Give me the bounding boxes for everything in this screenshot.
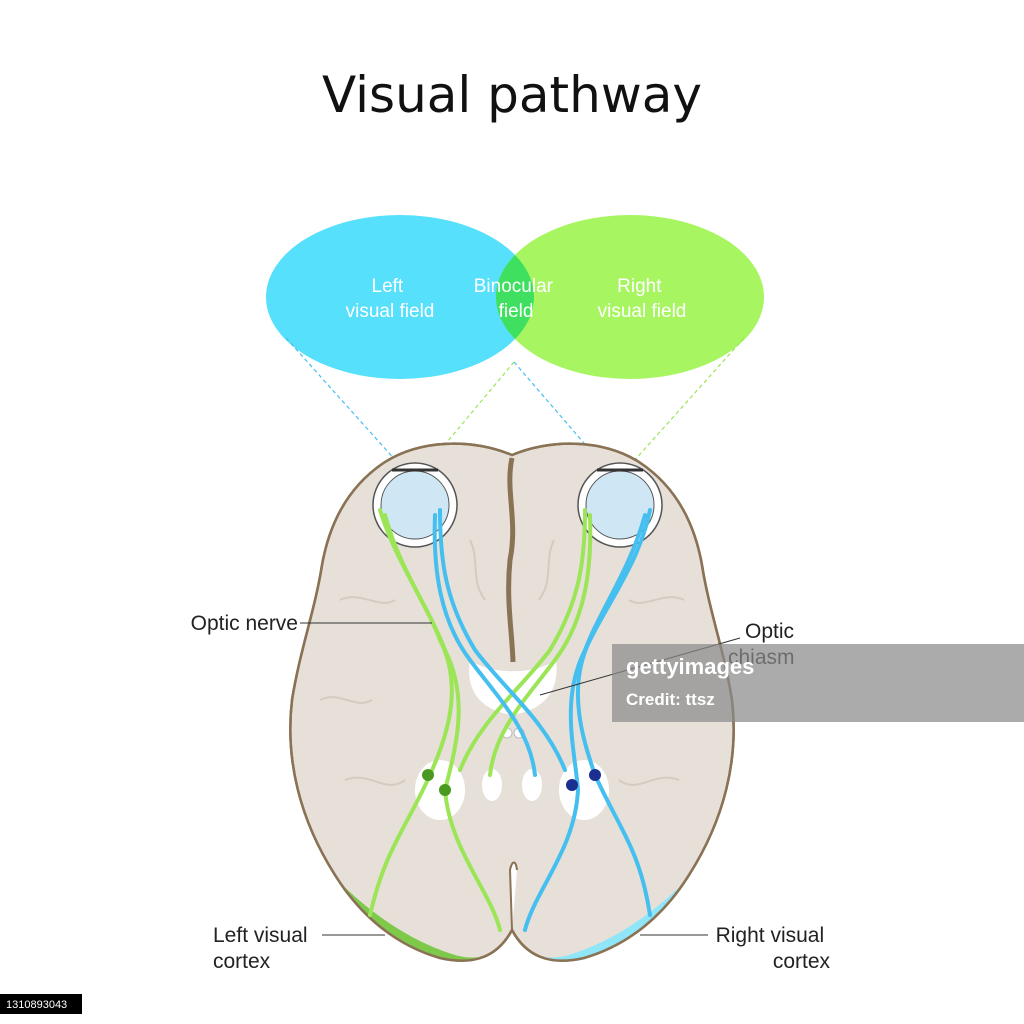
longitudinal-fissure bbox=[506, 457, 516, 663]
image-id-text: 1310893043 bbox=[6, 999, 67, 1011]
projection-line-left-inner bbox=[391, 361, 515, 509]
optic-tracts bbox=[368, 508, 652, 932]
watermark-panel bbox=[612, 644, 1024, 722]
left-cortex-label-line2: cortex bbox=[213, 950, 271, 973]
binocular-field-label-line1: Binocular bbox=[474, 276, 554, 297]
optic-chiasm-region bbox=[469, 660, 557, 715]
left-cortex-label-line1: Left visual bbox=[213, 924, 308, 947]
left-field-label-line2: visual field bbox=[346, 301, 435, 322]
tract-blue-right-inner bbox=[523, 513, 647, 932]
posterior-fissure bbox=[508, 861, 518, 931]
watermark-credit: Credit: ttsz bbox=[626, 690, 715, 709]
watermark: gettyimages Credit: ttsz bbox=[612, 644, 1024, 722]
right-cortex-label-line2: cortex bbox=[773, 950, 831, 973]
right-cortex-label: Right visual cortex bbox=[716, 924, 831, 973]
binocular-field-label-line2: field bbox=[499, 301, 534, 322]
left-field-label-line1: Left bbox=[372, 276, 404, 297]
optic-nerve-label: Optic nerve bbox=[191, 612, 298, 635]
binocular-field-label: Binocular field bbox=[474, 276, 559, 322]
right-field-label-line2: visual field bbox=[598, 301, 687, 322]
visual-fields: Left visual field Binocular field Right … bbox=[266, 215, 764, 379]
lgn-dot-blue-2 bbox=[589, 769, 601, 781]
tract-blue-right-outer bbox=[575, 508, 652, 917]
lgn-dot-blue-1 bbox=[566, 779, 578, 791]
lgn-left-inner bbox=[482, 769, 502, 801]
right-field-label-line1: Right bbox=[617, 276, 662, 297]
tract-green-cross-1 bbox=[458, 508, 587, 772]
tract-green-left-inner bbox=[383, 513, 502, 932]
diagram-title: Visual pathway bbox=[322, 66, 702, 124]
lgn-right-inner bbox=[522, 769, 542, 801]
optic-chiasm-label-line1: Optic bbox=[745, 620, 794, 643]
left-eye bbox=[372, 462, 458, 548]
image-id-badge bbox=[0, 994, 82, 1014]
watermark-brand: gettyimages bbox=[626, 654, 754, 679]
lgn-dot-green-2 bbox=[439, 784, 451, 796]
tract-green-cross-2 bbox=[488, 513, 593, 777]
right-field-label: Right visual field bbox=[598, 276, 687, 322]
left-visual-field bbox=[266, 215, 534, 379]
right-cortex-label-line1: Right visual bbox=[716, 924, 825, 947]
tract-blue-cross-1 bbox=[438, 508, 567, 772]
lgn-dot-green-1 bbox=[422, 769, 434, 781]
left-cortex-label: Left visual cortex bbox=[213, 924, 313, 973]
left-field-label: Left visual field bbox=[346, 276, 435, 322]
tract-blue-cross-2 bbox=[432, 513, 537, 777]
right-visual-field bbox=[496, 215, 764, 379]
